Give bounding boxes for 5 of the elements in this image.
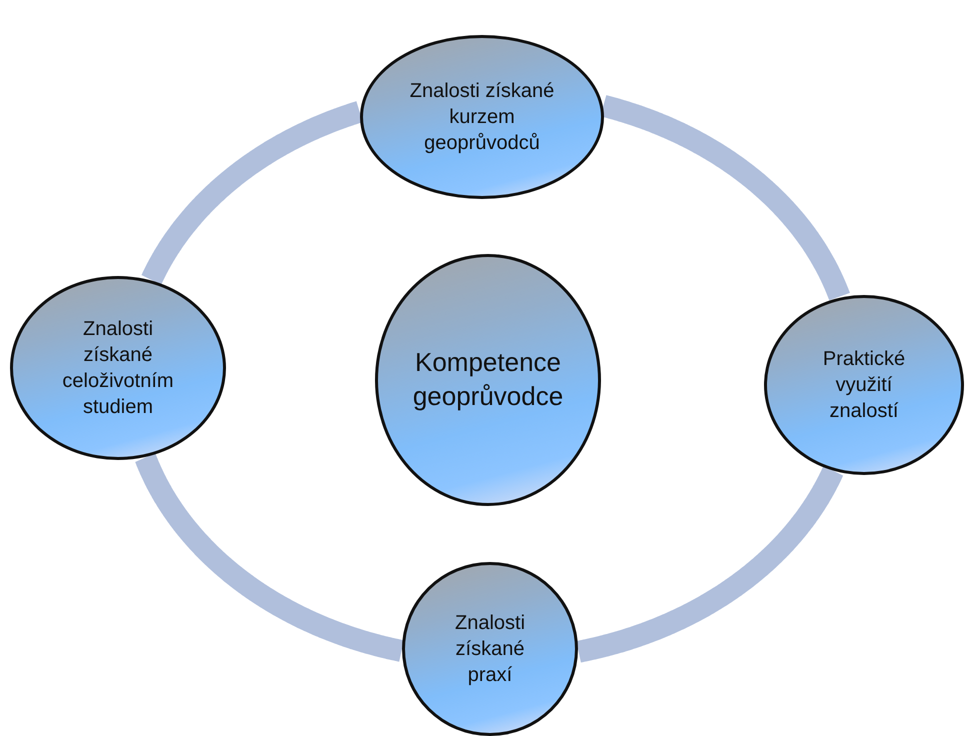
node-label: Praktické využití znalostí [822,347,906,424]
node-label: Kompetence geoprůvodce [412,346,564,413]
node-label: Znalosti získané kurzem geoprůvodců [408,79,556,156]
node-label: Znalosti získané praxí [454,611,526,688]
node-label: Znalosti získané celoživotním studiem [61,317,175,420]
